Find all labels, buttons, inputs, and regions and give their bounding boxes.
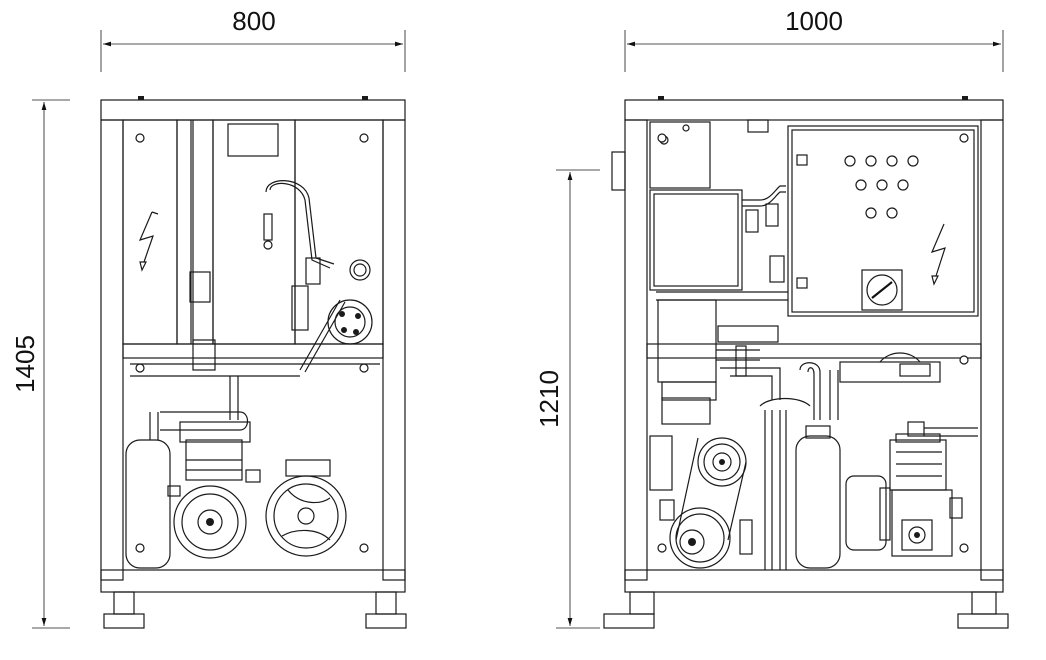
- pulley-left: [173, 485, 247, 559]
- dimension-label-front-width: 800: [232, 6, 275, 36]
- side-view: [603, 96, 1009, 629]
- dimension-front-width: 800: [100, 6, 406, 72]
- dimension-side-width: 1000: [624, 6, 1004, 72]
- dimension-label-side-height: 1210: [534, 370, 564, 428]
- dimension-side-height: 1210: [534, 169, 600, 629]
- dimension-label-side-width: 1000: [785, 6, 843, 36]
- electrical-hazard-icon: [930, 223, 946, 286]
- pulley-upper: [697, 437, 747, 487]
- pulley-right: [265, 475, 347, 557]
- dimension-label-front-height: 1405: [10, 335, 40, 393]
- dimension-front-height: 1405: [10, 99, 70, 629]
- electrical-hazard-icon: [138, 211, 159, 272]
- pulley-lower: [669, 507, 731, 569]
- electrical-cabinet: [787, 125, 979, 317]
- front-view: [100, 96, 407, 629]
